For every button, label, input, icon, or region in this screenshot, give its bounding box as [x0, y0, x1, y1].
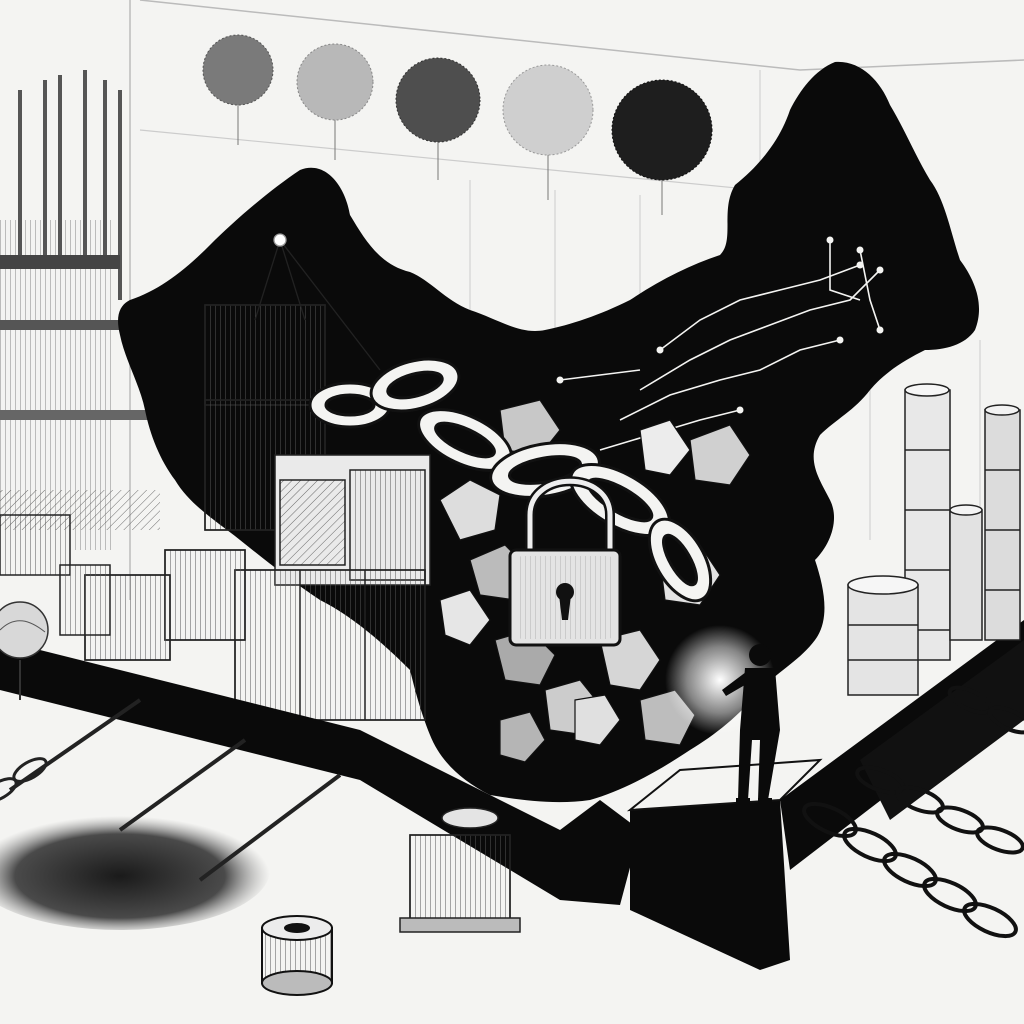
circuit-nodes [556, 236, 884, 414]
barrel-icon [949, 504, 983, 641]
factory [0, 70, 160, 550]
barrel-group [847, 383, 1021, 696]
barrel-icon [984, 404, 1021, 641]
crystal-icon [689, 424, 751, 486]
virus-icon [296, 43, 374, 160]
globe-icon [0, 601, 49, 700]
crystal-icon [439, 589, 491, 646]
shipping-container-icon [164, 549, 246, 641]
crane-tower [254, 233, 381, 371]
crystal-icon [639, 419, 691, 476]
container-stack [0, 304, 431, 721]
cable-spool-icon [261, 915, 333, 996]
metal-rods [8, 698, 342, 882]
shipping-container-icon [0, 514, 111, 636]
chain-icon [0, 757, 48, 803]
barrel-icon [847, 575, 919, 696]
chain-icon [802, 685, 1024, 939]
shipping-container-icon [399, 807, 521, 933]
chain-icon [308, 357, 713, 603]
crystal-icon [574, 694, 621, 746]
sand-pile [0, 810, 270, 930]
padlock-icon [508, 476, 622, 647]
virus-icon [611, 79, 713, 215]
crystal-icon [499, 711, 546, 763]
virus-icon [202, 34, 274, 145]
person-icon [722, 644, 780, 804]
shipping-container-icon [204, 304, 326, 406]
shipping-container-icon [234, 569, 426, 721]
virus-icon [502, 64, 594, 200]
virus-icon [395, 57, 481, 180]
crystal-icon [439, 479, 501, 541]
virus-row [202, 34, 713, 215]
circuit-icon [559, 240, 881, 451]
shipping-container-icon [274, 454, 431, 586]
